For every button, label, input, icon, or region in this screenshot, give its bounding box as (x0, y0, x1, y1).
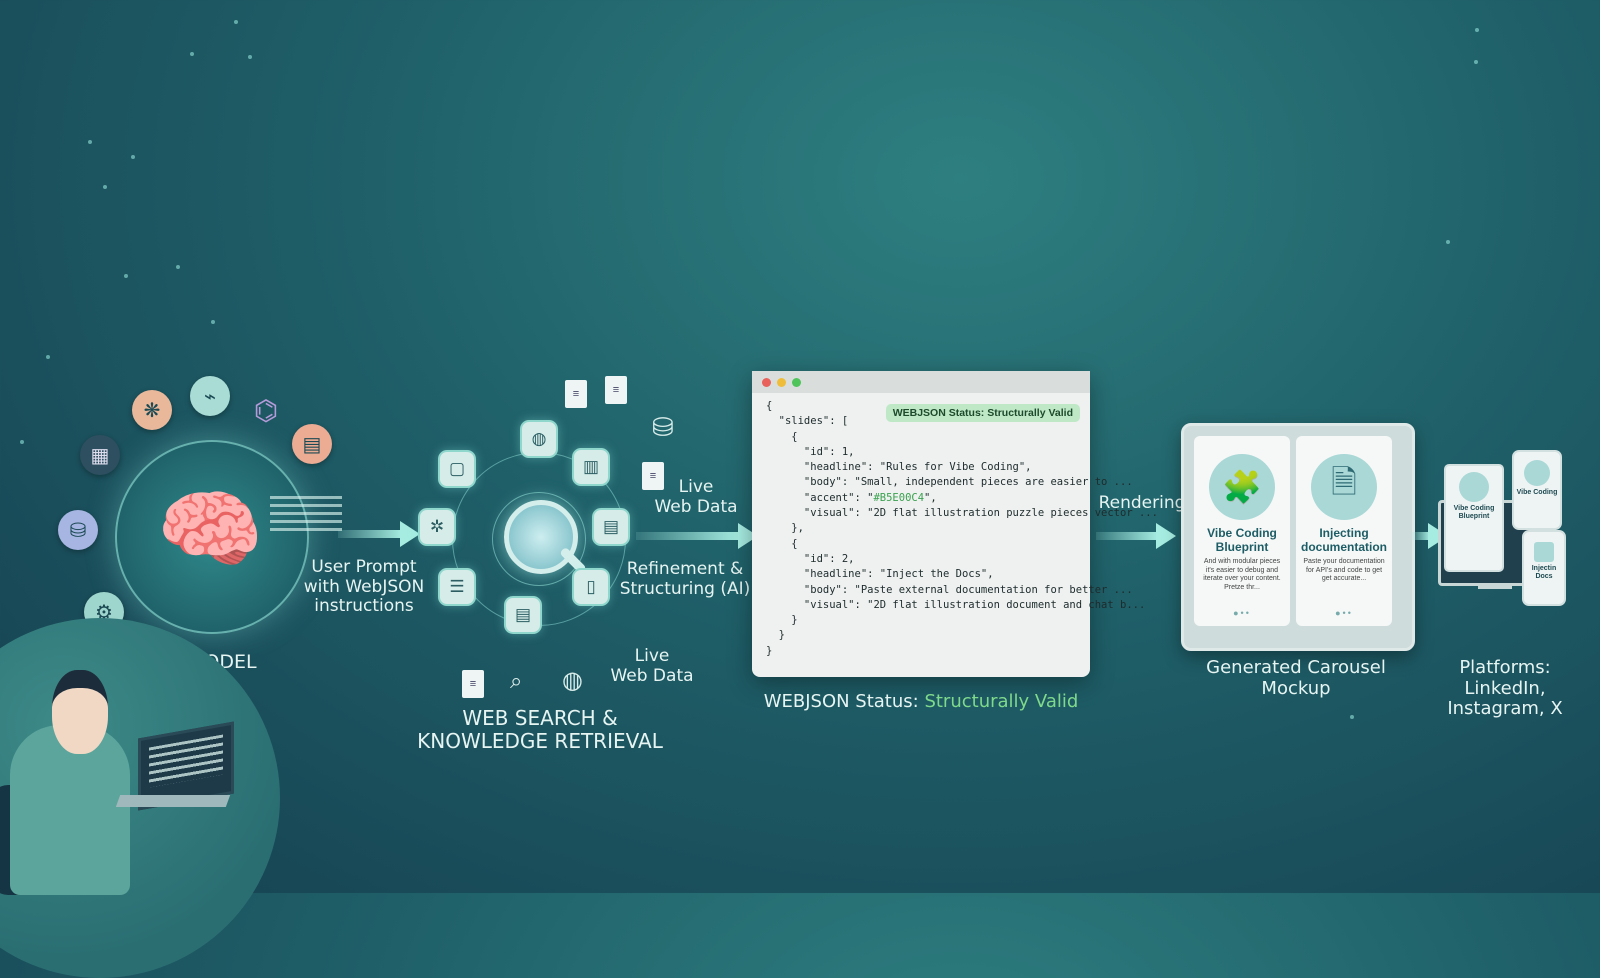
code-line: } (766, 629, 785, 642)
brain-orbit-ring (115, 440, 309, 634)
search-to-json-arrow (636, 532, 740, 540)
code-line: { (766, 430, 798, 443)
post-image-icon (1459, 472, 1489, 502)
code-line: { (766, 400, 773, 412)
document-icon: ▤ (292, 424, 332, 464)
code-line: "headline": "Rules for Vibe Coding", (766, 461, 1032, 474)
json-editor-window: WEBJSON Status: Structurally Valid { "sl… (752, 371, 1158, 677)
json-to-carousel-arrow (1096, 532, 1158, 540)
chart-icon: ⌁ (190, 376, 230, 416)
code-line: "accent": "#B5E00C4", (766, 491, 937, 504)
code-line: } (766, 614, 798, 627)
carousel-card[interactable]: 🗎 Injecting documentation Paste your doc… (1296, 436, 1392, 626)
incoming-document-icon: ≡ (605, 376, 627, 404)
cog-icon: ❋ (132, 390, 172, 430)
incoming-document-icon: ≡ (565, 380, 587, 408)
molecule-icon: ⌬ (253, 394, 279, 426)
phone-mockup: Vibe Coding (1512, 450, 1562, 530)
code-line: "visual": "2D flat illustration puzzle p… (766, 507, 1158, 520)
globe-node-icon: ◍ (520, 420, 558, 458)
browser-node-icon: ▢ (438, 450, 476, 488)
web-search-label: WEB SEARCH & KNOWLEDGE RETRIEVAL (417, 706, 663, 753)
close-dot-icon[interactable] (762, 377, 771, 387)
json-code-block: { "slides": [ { "id": 1, "headline": "Ru… (752, 393, 1158, 659)
post-image-icon (1534, 542, 1554, 562)
ai-to-search-arrow (338, 530, 402, 538)
ai-to-search-arrow-head (400, 521, 420, 547)
code-line: }, (766, 522, 804, 535)
code-line: { (766, 537, 798, 550)
card-title: Vibe Coding Blueprint (1207, 526, 1277, 554)
doc-node-icon: ▤ (504, 596, 542, 634)
carousel-to-platforms-arrow (1412, 532, 1430, 540)
maximize-dot-icon[interactable] (792, 377, 801, 387)
card-body: Paste your documentation for API's and c… (1303, 558, 1385, 582)
newspaper-node-icon: ▥ (572, 448, 610, 486)
window-titlebar (752, 371, 1090, 393)
search-page-icon: ⌕ (510, 668, 523, 693)
code-line: "headline": "Inject the Docs", (766, 568, 994, 581)
laptop-base (115, 795, 231, 807)
ai-model-group: 🧠 ❋ ⌁ ⌬ ▤ ▦ ⛁ ⚙ (58, 370, 360, 670)
pager-dots: ●•• (1335, 608, 1353, 618)
status-badge: WEBJSON Status: Structurally Valid (885, 404, 1080, 422)
accent-hex-value: #B5E00C4 (873, 491, 925, 504)
rendering-label: Rendering (1098, 493, 1186, 513)
code-line: "id": 2, (766, 552, 855, 565)
pager-dots: ●•• (1233, 608, 1251, 618)
database-icon: ⛁ (58, 510, 98, 550)
page-node-icon: ▤ (592, 508, 630, 546)
user-prompt-label: User Prompt with WebJSON instructions (303, 557, 425, 617)
monitor-stand (1478, 583, 1512, 589)
carousel-tablet-mockup: 🧩 Vibe Coding Blueprint And with modular… (1181, 423, 1415, 651)
magnifier-icon (504, 500, 578, 574)
prompt-lines-icon (270, 496, 342, 536)
code-line: } (766, 644, 773, 657)
code-line: "id": 1, (766, 445, 855, 458)
file-node-icon: ▯ (572, 568, 610, 606)
minimize-dot-icon[interactable] (777, 377, 786, 387)
user-at-laptop-illustration (0, 610, 280, 978)
puzzle-icon: 🧩 (1209, 454, 1275, 520)
live-web-data-bottom-label: Live Web Data (610, 646, 694, 686)
settings-node-icon: ✲ (418, 508, 456, 546)
search-inner-ring (492, 492, 586, 586)
card-body: And with modular pieces it's easier to d… (1203, 558, 1281, 591)
post-image-icon (1524, 460, 1550, 486)
live-web-data-top-label: Live Web Data (654, 477, 738, 517)
brain-icon: 🧠 (156, 482, 264, 578)
list-node-icon: ☰ (438, 568, 476, 606)
card-title: Injecting documentation (1301, 526, 1387, 554)
json-to-carousel-arrow-head (1156, 523, 1176, 549)
webjson-status-caption: WEBJSON Status: Structurally Valid (763, 691, 1079, 712)
platforms-label: Platforms: LinkedIn, Instagram, X (1447, 657, 1563, 720)
code-line: "visual": "2D flat illustration document… (766, 598, 1146, 611)
retrieved-document-icon: ≡ (462, 670, 484, 698)
refinement-label: Refinement & Structuring (AI) (619, 559, 751, 599)
carousel-card[interactable]: 🧩 Vibe Coding Blueprint And with modular… (1194, 436, 1290, 626)
calendar-icon: ▦ (80, 435, 120, 475)
user-head (52, 670, 108, 754)
user-body (10, 725, 130, 895)
code-line: "body": "Small, independent pieces are e… (766, 476, 1133, 489)
database-icon: ⛁ (652, 412, 674, 442)
globe-icon: ◍ (562, 667, 583, 694)
code-line: "slides": [ (766, 415, 849, 428)
status-value: Structurally Valid (924, 691, 1079, 712)
carousel-label: Generated Carousel Mockup (1206, 657, 1386, 699)
incoming-document-icon: ≡ (642, 462, 664, 490)
code-line: "body": "Paste external documentation fo… (766, 583, 1133, 596)
document-chat-icon: 🗎 (1311, 454, 1377, 520)
web-search-group: ◍ ▢ ▥ ✲ ▤ ☰ ▯ ▤ ≡ ≡ ⛁ ≡ ≡ ⌕ ◍ (418, 376, 674, 698)
